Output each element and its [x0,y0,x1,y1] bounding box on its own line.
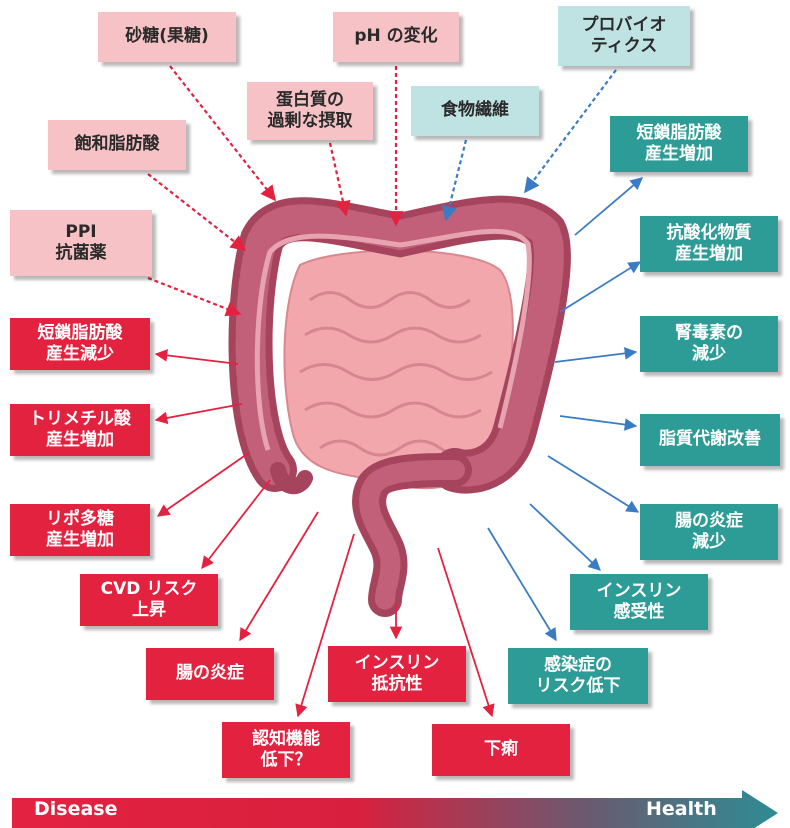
cause-label-protein-2: 過剰な摂取 [267,111,353,131]
health-label-insulin-sensitivity-2: 感受性 [613,602,665,622]
disease-box-tma-increase: トリメチル酸 産生増加 [10,404,150,456]
cause-box-probiotics: プロバイオ ティクス [558,6,690,66]
cause-label-sugar: 砂糖(果糖) [125,26,209,47]
health-label-lipid-metabolism: 脂質代謝改善 [659,429,761,450]
cause-label-probiotics-2: ティクス [590,36,658,56]
arrow-gut-inflammation-decrease [547,455,640,513]
arrow-tma-increase [154,403,243,425]
health-box-lipid-metabolism: 脂質代謝改善 [640,414,780,466]
health-label-infection-risk-decrease-1: 感染症の [544,654,612,675]
arrow-insulin-sensitivity [529,503,601,571]
arrow-saturated-fat [147,173,247,251]
cause-label-fiber: 食物繊維 [441,100,509,121]
disease-label-insulin-resistance-2: 抵抗性 [371,674,423,694]
disease-box-scfa-decrease: 短鎖脂肪酸 産生減少 [10,318,150,370]
health-label-uremic-toxin-decrease-1: 腎毒素の [675,322,743,343]
disease-label-cognitive-decline-2: 低下？ [260,750,312,770]
arrow-infection-risk-decrease [487,527,557,642]
cause-box-saturated-fat: 飽和脂肪酸 [48,120,186,170]
arrow-scfa-decrease [154,349,239,365]
health-label-scfa-increase-2: 産生増加 [645,144,713,164]
disease-label-cognitive-decline-1: 認知機能 [252,728,320,749]
cause-box-fiber: 食物繊維 [411,86,539,136]
cause-arrows [147,65,617,317]
cause-label-ph: pH の変化 [354,26,438,47]
health-label-antioxidant-increase-1: 抗酸化物質 [666,222,752,243]
disease-label-gut-inflammation: 腸の炎症 [176,663,244,684]
disease-label-insulin-resistance-1: インスリン [354,652,440,673]
arrow-cvd-risk [201,479,271,569]
arrow-scfa-increase [574,177,643,236]
disease-health-axis-arrow [12,790,778,828]
arrow-lps-increase [156,451,251,517]
health-label-antioxidant-increase-2: 産生増加 [675,244,743,264]
arrow-uremic-toxin-decrease [554,347,638,363]
arrow-lipid-metabolism [559,415,638,431]
disease-label-cvd-risk-1: CVD リスク [100,578,198,599]
disease-label-diarrhea: 下痢 [484,739,518,760]
disease-box-insulin-resistance: インスリン 抵抗性 [328,646,466,702]
disease-box-diarrhea: 下痢 [432,724,570,776]
cause-box-ppi: PPI 抗菌薬 [10,210,152,276]
disease-label-tma-increase-2: 産生増加 [46,430,114,450]
health-label-infection-risk-decrease-2: リスク低下 [535,676,621,696]
intestine-illustration [228,195,571,617]
disease-box-gut-inflammation: 腸の炎症 [146,648,274,700]
cause-label-saturated-fat: 飽和脂肪酸 [74,134,160,155]
disease-label-tma-increase-1: トリメチル酸 [29,408,131,429]
health-label-gut-inflammation-decrease-1: 腸の炎症 [675,510,743,531]
health-box-uremic-toxin-decrease: 腎毒素の 減少 [640,316,778,372]
arrow-diarrhea [437,547,495,718]
arrow-protein [328,142,351,217]
disease-label-scfa-decrease-1: 短鎖脂肪酸 [37,322,123,343]
disease-label-cvd-risk-2: 上昇 [132,600,166,620]
arrow-probiotics [524,69,617,194]
cause-box-sugar: 砂糖(果糖) [98,12,236,62]
health-label-uremic-toxin-decrease-2: 減少 [692,344,726,364]
health-box-antioxidant-increase: 抗酸化物質 産生増加 [640,216,778,272]
cause-label-probiotics-1: プロバイオ [581,14,667,35]
health-box-insulin-sensitivity: インスリン 感受性 [570,574,708,630]
disease-label-lps-increase-2: 産生増加 [46,530,114,550]
health-label-scfa-increase-1: 短鎖脂肪酸 [636,122,722,143]
health-label-insulin-sensitivity-1: インスリン [596,580,682,601]
disease-box-cognitive-decline: 認知機能 低下？ [222,722,350,778]
arrow-ppi [147,276,242,317]
cause-box-ph: pH の変化 [333,12,459,62]
axis-label-health: Health [646,798,717,820]
disease-box-lps-increase: リポ多糖 産生増加 [10,504,150,556]
arrow-cognitive-decline [295,533,355,718]
arrow-antioxidant-increase [559,261,642,313]
arrow-gut-inflammation [239,511,319,642]
disease-label-scfa-decrease-2: 産生減少 [46,344,114,364]
cause-label-protein-1: 蛋白質の [276,89,344,110]
disease-label-lps-increase-1: リポ多糖 [46,508,114,529]
health-label-gut-inflammation-decrease-2: 減少 [692,532,726,552]
cause-box-protein: 蛋白質の 過剰な摂取 [247,82,373,140]
disease-box-cvd-risk: CVD リスク 上昇 [80,574,218,626]
cause-label-ppi-2: 抗菌薬 [55,243,107,263]
health-box-scfa-increase: 短鎖脂肪酸 産生増加 [610,116,748,172]
arrow-sugar [169,65,276,202]
axis-label-disease: Disease [34,798,118,820]
cause-label-ppi-1: PPI [65,221,97,242]
effect-arrows [154,177,643,718]
health-box-gut-inflammation-decrease: 腸の炎症 減少 [640,504,778,560]
health-box-infection-risk-decrease: 感染症の リスク低下 [508,648,648,704]
